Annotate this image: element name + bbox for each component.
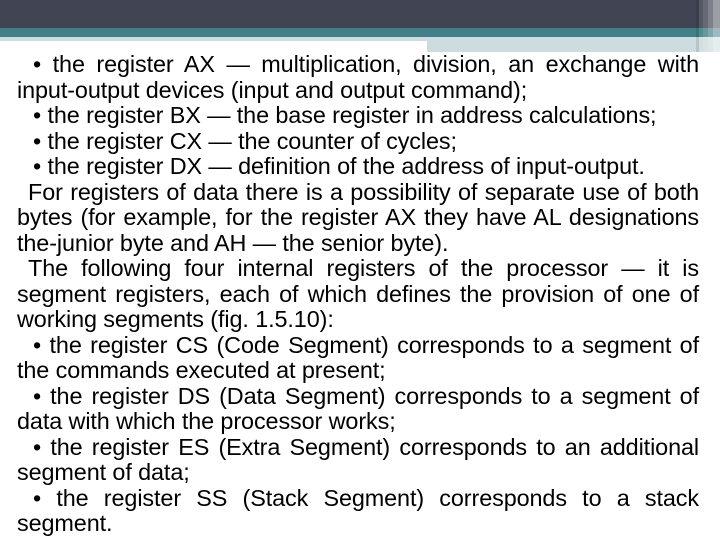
edge-stripe (708, 0, 713, 52)
header-edge-stripes (694, 0, 720, 52)
bullet-register-dx: • the register DX — definition of the ad… (33, 153, 645, 179)
header-navy-band (0, 0, 720, 28)
header-light-stripe-left (0, 37, 427, 41)
edge-stripe (713, 0, 720, 52)
bullet-register-bx: • the register BX — the base register in… (33, 102, 657, 128)
bullet-register-es: • the register ES (Extra Segment) corres… (17, 433, 699, 485)
edge-stripe (699, 0, 703, 52)
bullet-register-ss: • the register SS (Stack Segment) corres… (17, 484, 699, 536)
slide-body-text: • the register AX — multiplication, divi… (0, 41, 720, 537)
bullet-register-cs: • the register CS (Code Segment) corresp… (17, 331, 699, 383)
edge-stripe (703, 0, 708, 52)
paragraph-segment-registers: The following four internal registers of… (17, 255, 699, 332)
header-teal-band (0, 28, 720, 37)
edge-stripe (696, 0, 699, 52)
bullet-register-ds: • the register DS (Data Segment) corresp… (17, 382, 699, 434)
bullet-register-cx: • the register CX — the counter of cycle… (33, 127, 457, 154)
bullet-register-ax: • the register AX — multiplication, divi… (17, 51, 699, 103)
paragraph-data-registers: For registers of data there is a possibi… (17, 178, 699, 256)
header-light-block-right (427, 37, 720, 52)
